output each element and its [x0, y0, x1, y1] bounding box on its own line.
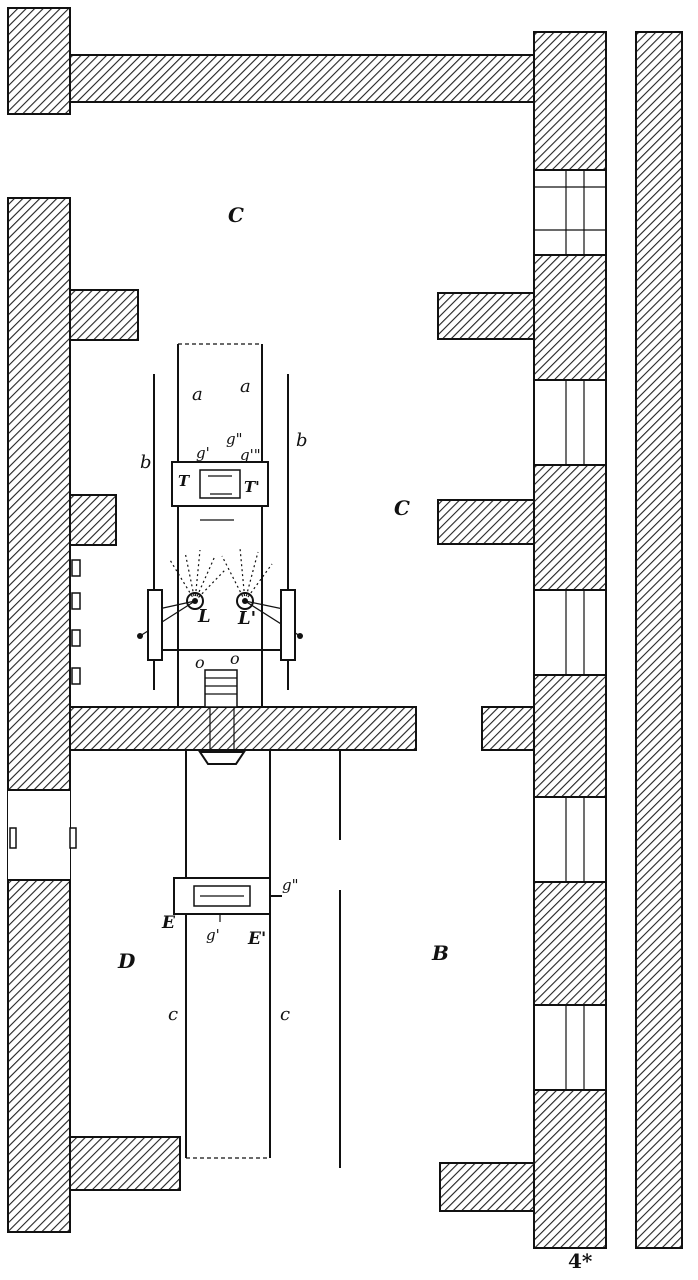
label-lens-o-lower: o [230, 649, 240, 668]
apparatus-e [173, 877, 282, 922]
label-table-t-prime: T' [244, 478, 260, 496]
window-3 [533, 589, 607, 676]
wall-right-outer [635, 31, 683, 1249]
pilaster-left-1 [69, 289, 139, 341]
pilaster-right-3 [439, 1162, 535, 1212]
wall-top [69, 54, 535, 103]
label-lens-o-upper: o [195, 653, 205, 672]
wall-divider-right [481, 706, 535, 751]
label-track-c-upper: c [168, 1004, 178, 1025]
label-e: E [161, 913, 176, 933]
lamps [137, 547, 303, 661]
label-g-triple: g'" [240, 446, 261, 464]
label-g-double: g" [226, 430, 243, 448]
label-track-b-lower: b [296, 430, 308, 451]
label-track-b-upper: b [140, 452, 152, 473]
label-room-c-middle: C [394, 496, 410, 520]
page-number: 4* [568, 1249, 593, 1273]
pilaster-right-1 [437, 292, 535, 340]
wall-fixtures [71, 559, 81, 685]
label-track-a-upper: a [192, 384, 203, 405]
tracks [153, 343, 341, 1168]
label-table-t: T [178, 472, 191, 490]
label-e-g-double: g" [282, 876, 299, 894]
label-e-g-prime: g' [206, 926, 220, 944]
wall-divider [69, 706, 417, 751]
lens-holder [198, 669, 246, 765]
pilaster-left-3 [69, 1136, 181, 1191]
apparatus-t [171, 461, 269, 521]
window-5 [533, 1004, 607, 1091]
label-lamp-l: L [197, 606, 211, 627]
window-2 [533, 379, 607, 466]
pilaster-right-2 [437, 499, 535, 545]
label-g-prime: g' [196, 444, 210, 462]
label-room-c-top: C [228, 203, 244, 227]
wall-left [7, 197, 71, 1233]
wall-top-left-block [7, 7, 71, 115]
label-e-prime: E' [247, 929, 266, 949]
window-1 [533, 169, 607, 256]
door-left-wall [8, 789, 77, 881]
windows [533, 169, 607, 1091]
label-track-a-lower: a [240, 376, 251, 397]
window-4 [533, 796, 607, 883]
pilaster-left-2 [69, 494, 117, 546]
label-lamp-l-prime: L' [237, 608, 256, 629]
label-room-b: B [431, 941, 449, 965]
label-room-d: D [117, 949, 136, 973]
label-track-c-lower: c [280, 1004, 290, 1025]
